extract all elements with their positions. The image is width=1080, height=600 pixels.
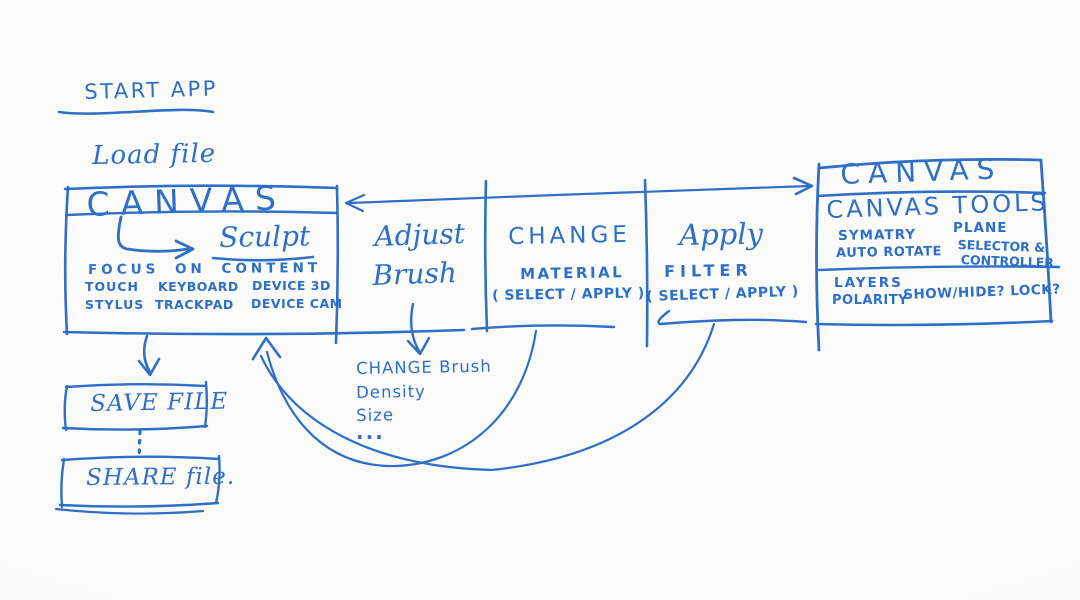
brush-note-line2: Density [355,381,427,402]
input-trackpad-label: TRACKPAD [155,297,234,312]
right-canvas-box-outline [814,157,1061,352]
save-file-label: SAVE FILE [89,388,229,417]
step-adjust-line1: Adjust [373,216,466,253]
left-canvas-title: CANVAS [85,178,288,224]
dotted-connector [137,429,142,461]
input-touch-label: TOUCH [85,279,139,294]
input-keyboard-label: KEYBOARD [158,279,239,294]
step-material-line3: ( SELECT / APPLY ) [491,285,645,304]
brush-arrow [406,302,431,356]
brush-note-line1: CHANGE Brush [355,356,492,378]
arc-material-to-canvas [265,329,538,468]
sculpt-underline [211,255,315,262]
start-app-label: START APP [83,76,219,104]
tool-symatry-label: SYMATRY [837,226,917,244]
step-filter-line1: Apply [678,216,764,252]
input-device-3d-label: DEVICE 3D [252,278,331,293]
arcs-arrowhead [251,336,282,361]
input-device-cam-label: DEVICE CAM [251,296,343,311]
column-grid [470,178,808,348]
start-app-underline [57,108,215,115]
step-adjust-line2: Brush [371,256,458,292]
right-canvas-title: CANVAS [839,152,1003,191]
main-arrow [344,176,814,213]
input-stylus-label: STYLUS [85,297,145,312]
tool-plane-label: PLANE [953,220,1008,236]
sculpt-mode-label: Sculpt [218,219,311,254]
layers-title: LAYERS [834,275,903,291]
canvas-tools-title: CANVAS TOOLS [825,188,1050,224]
elbow-arrow [116,215,195,260]
layers-polarity-label: POLARITY [832,293,909,308]
step-material-line1: CHANGE [507,221,632,250]
share-file-label: SHARE file. [85,463,236,491]
brush-note-ellipsis: ... [356,420,385,444]
step-filter-line2: FILTER [663,260,753,281]
arc-filter-to-canvas [259,322,716,472]
tool-controller-label: CONTROLLER [960,252,1055,271]
focus-on-content-label: FOCUS ON CONTENT [87,259,322,278]
load-file-label: Load file [91,138,217,171]
save-file-box-outline [61,380,209,432]
tool-auto-rotate-label: AUTO ROTATE [835,244,943,261]
step-material-line2: MATERIAL [519,263,625,283]
save-arrow [137,334,161,377]
share-file-box-outline [54,454,221,515]
